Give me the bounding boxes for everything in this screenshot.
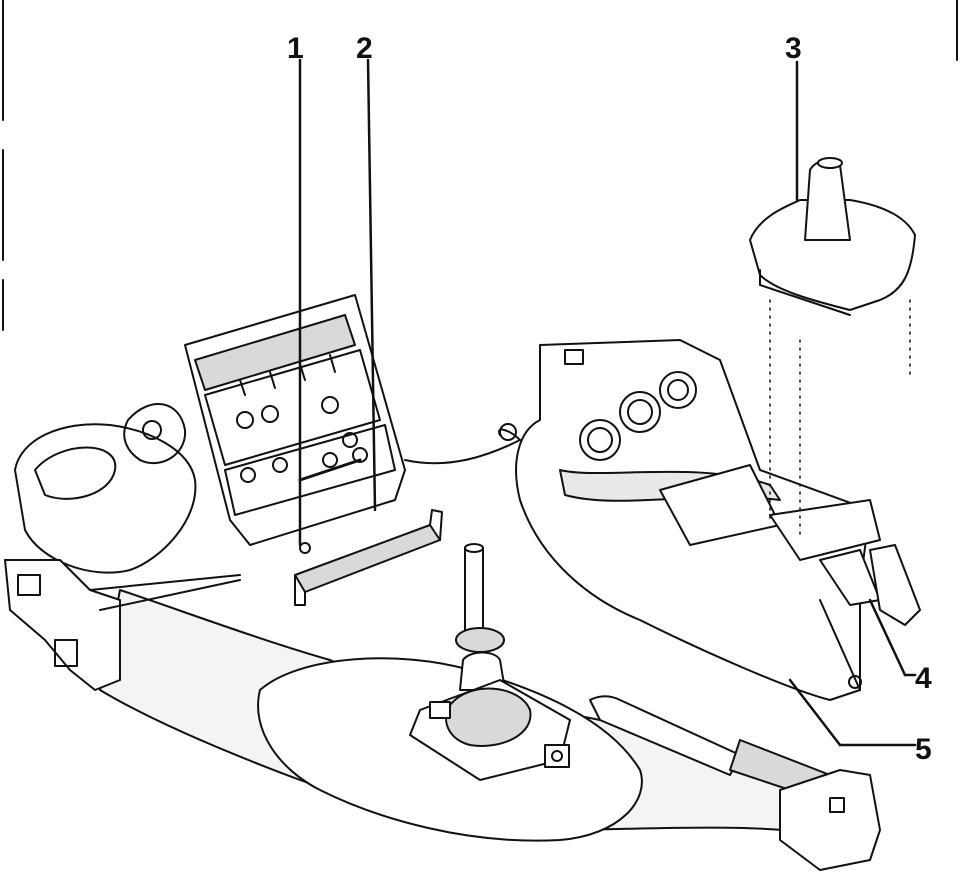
- handbrake-lever: [589, 695, 881, 871]
- cross-support-bar: [294, 509, 443, 606]
- callout-2: 2: [356, 32, 373, 65]
- dashboard-left: [4, 403, 241, 691]
- frame-edge: [2, 0, 958, 331]
- shift-boot: [749, 157, 916, 541]
- callout-4: 4: [915, 662, 932, 695]
- callout-1: 1: [287, 32, 304, 65]
- callout-3: 3: [785, 32, 802, 65]
- gear-lever: [409, 543, 571, 781]
- center-console: [404, 339, 921, 701]
- callout-5: 5: [915, 733, 932, 766]
- leader-lines: [298, 58, 917, 747]
- center-stack: [184, 294, 406, 546]
